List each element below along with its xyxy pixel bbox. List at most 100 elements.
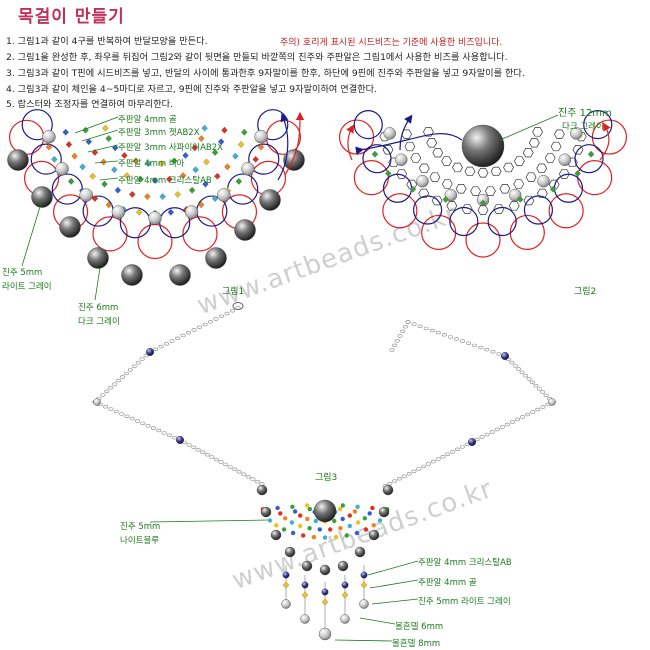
chain-link — [169, 339, 175, 343]
chain-link — [186, 443, 192, 447]
chain-link — [519, 370, 525, 375]
leader-line — [334, 639, 393, 642]
chain-link — [441, 333, 447, 337]
bicone-bead — [132, 157, 140, 165]
thread-loop-red — [465, 222, 501, 258]
seed-bead-outline — [410, 153, 422, 163]
thread-loop-blue — [487, 206, 517, 237]
seed-bead — [338, 506, 343, 512]
seed-bead-outline — [513, 156, 525, 166]
chain-link — [423, 326, 429, 331]
leader-line — [94, 160, 119, 164]
fig1-label-bicone-via: 주판알 4mm 비아 — [118, 159, 185, 169]
bicone-bead — [85, 138, 93, 146]
seed-bead-outline — [429, 172, 441, 182]
seed-bead-outline — [493, 204, 505, 214]
pearl-dark-gray — [7, 149, 29, 171]
bicone-bead — [135, 208, 143, 216]
chain-link — [208, 320, 214, 324]
round-bead — [281, 599, 291, 609]
chain-link — [520, 415, 526, 419]
chain-link — [209, 455, 215, 459]
seed-bead — [301, 533, 306, 538]
thread-loop-red — [548, 193, 584, 229]
pearl-dark-gray — [368, 529, 380, 541]
thread-loop-blue — [449, 206, 479, 237]
bicone-bead — [111, 166, 118, 174]
bicone-bead — [159, 193, 166, 200]
fig1-label-bicone-sapphire: 주판알 3mm 사파이어AB2X — [118, 143, 223, 153]
round-bead — [359, 599, 369, 609]
chain-link — [153, 347, 159, 351]
chain-link — [406, 472, 412, 476]
chain-link — [191, 445, 197, 449]
fig3-label-bicone-crystal: 주판알 4mm 크리스탈AB — [418, 558, 512, 568]
fig3-label-pearl-light-gray: 진주 5mm 라이트 그레이 — [418, 597, 511, 607]
bicone-bead — [217, 138, 225, 146]
bicone-bead — [129, 190, 136, 198]
seed-bead-outline — [553, 129, 565, 139]
chain-link — [250, 477, 256, 481]
leader-line — [371, 598, 419, 605]
bicone-bead — [89, 172, 96, 180]
pearl-dark-gray — [378, 506, 390, 518]
chain-link — [430, 459, 436, 464]
chain-link — [454, 447, 460, 451]
pearl-dark-gray — [354, 546, 366, 558]
seed-bead-outline — [548, 179, 560, 190]
chain-link — [484, 432, 490, 437]
thread-loop-blue — [30, 143, 62, 175]
pearl-night-blue — [321, 588, 329, 596]
thread-loop-blue — [583, 109, 613, 140]
chain-link — [411, 322, 417, 326]
chain-link — [150, 426, 156, 430]
seed-bead-outline — [523, 195, 535, 206]
seed-bead — [281, 527, 287, 532]
chain-link — [112, 382, 118, 386]
thread-loop-blue — [51, 173, 83, 205]
chain-link — [472, 343, 478, 348]
chain-link — [450, 450, 456, 454]
pearl-night-blue — [468, 438, 477, 447]
instruction-step-3: 3. 그림3과 같이 T핀에 시드비즈를 넣고, 반달의 사이에 통과한후 9자… — [6, 68, 525, 79]
chain-link — [120, 375, 126, 379]
seed-bead — [311, 534, 317, 540]
leader-line — [367, 560, 419, 576]
fig3-label-bicone-gold: 주판알 4mm 골 — [418, 578, 477, 588]
bicone-bead — [105, 135, 112, 142]
chain-link — [119, 412, 125, 416]
chain-link — [232, 467, 238, 471]
chain-link — [515, 417, 521, 422]
bicone-bead — [151, 176, 159, 184]
bicone-bead — [371, 150, 379, 158]
pearl-dark-gray — [260, 506, 272, 518]
thread-loop-blue — [227, 173, 259, 205]
bicone-bead — [192, 166, 199, 174]
fig3-label-night-blue: 나이트블루 — [120, 536, 160, 546]
chain-link — [135, 419, 141, 423]
chain-link — [113, 409, 119, 414]
bicone-bead — [114, 186, 122, 194]
seed-bead-outline — [572, 145, 584, 155]
seed-bead-outline — [477, 168, 489, 178]
chain-link — [200, 450, 206, 454]
chain-link — [124, 414, 130, 418]
seed-bead — [275, 505, 280, 511]
pearl-light-gray — [416, 174, 429, 188]
seed-bead — [305, 503, 310, 508]
bicone-bead — [174, 190, 181, 198]
chain-link — [172, 435, 178, 440]
pearl-dark-gray — [337, 560, 349, 572]
chain-link — [494, 427, 500, 432]
fig2-label-dark-gray: 다크 그레이 — [562, 122, 604, 132]
leader-line — [81, 129, 119, 142]
bicone-bead — [301, 591, 309, 599]
seed-bead-outline — [404, 141, 416, 152]
bicone-bead — [587, 150, 595, 158]
seed-bead — [305, 516, 310, 522]
pearl-dark-gray — [205, 247, 227, 269]
leader-line — [359, 617, 396, 625]
extender-chain — [392, 343, 398, 347]
chain-link — [108, 386, 114, 390]
